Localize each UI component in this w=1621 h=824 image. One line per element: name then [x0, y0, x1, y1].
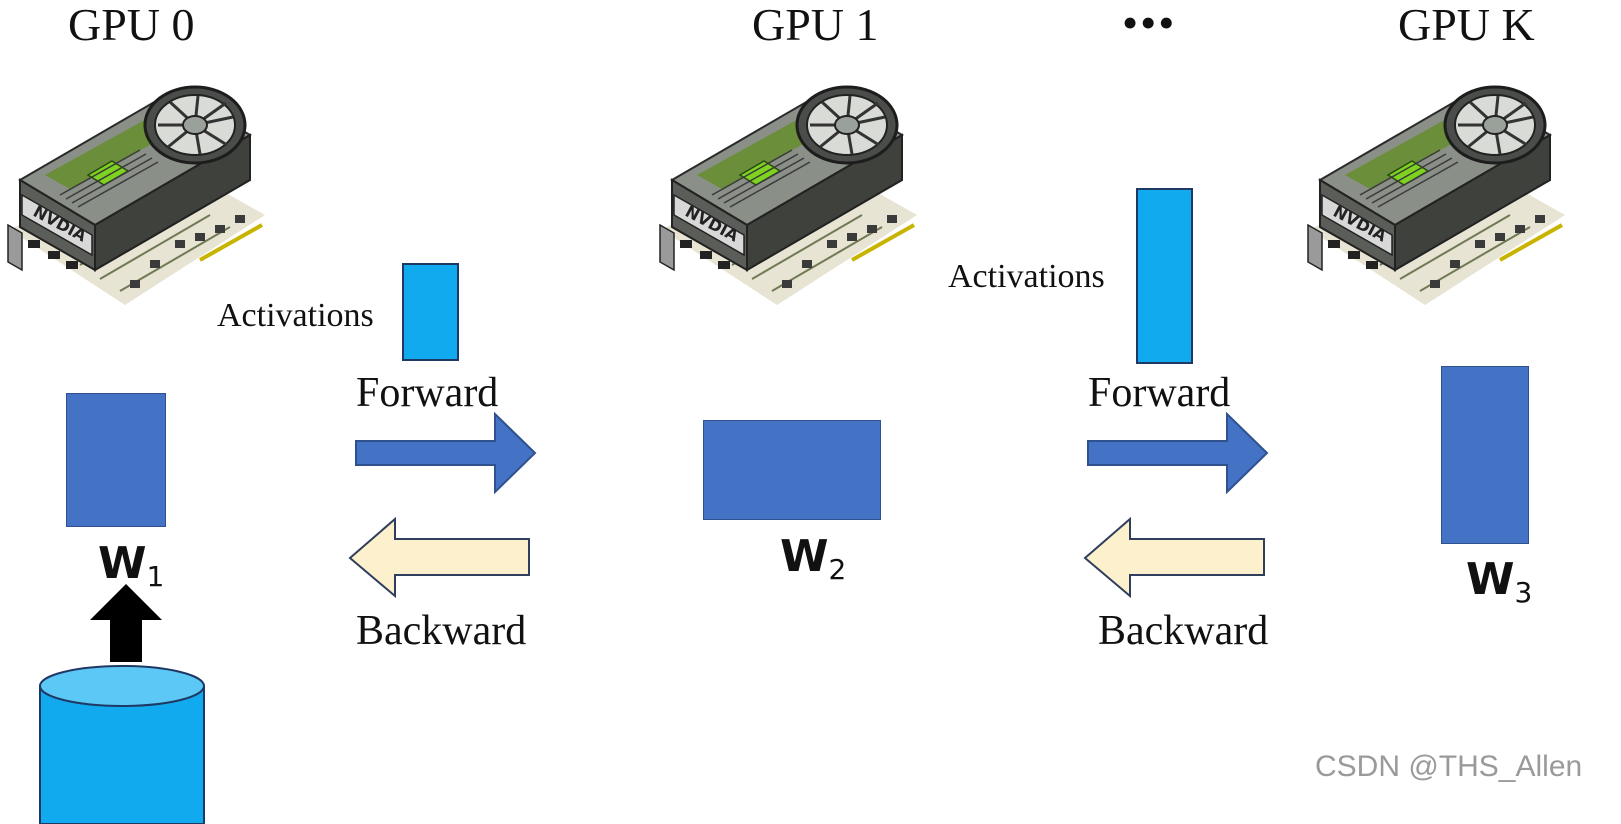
gpu-1-title: GPU 1: [752, 0, 879, 50]
forward-label-2: Forward: [1088, 370, 1231, 416]
watermark: CSDN @THS_Allen: [1315, 750, 1583, 783]
backward-arrow-1: [348, 517, 530, 599]
backward-label-1: Backward: [356, 608, 527, 654]
forward-arrow-1: [355, 412, 537, 494]
gpu-k-card-image: [1306, 85, 1567, 307]
activations-label-2: Activations: [948, 258, 1105, 295]
weight-block-w3: [1441, 366, 1529, 544]
weight-block-w1: [66, 393, 166, 527]
ellipsis: •••: [1122, 0, 1177, 48]
forward-label-1: Forward: [356, 370, 499, 416]
activations-label-1: Activations: [217, 297, 374, 334]
weight-label-w2: W2: [780, 531, 847, 586]
gpu-1-card-image: [658, 85, 919, 307]
backward-label-2: Backward: [1098, 608, 1269, 654]
activation-block-2: [1136, 188, 1193, 364]
gpu-0-card-image: [6, 85, 267, 307]
forward-arrow-2: [1087, 412, 1269, 494]
weight-label-w1: W1: [98, 538, 165, 593]
input-up-arrow-icon: [90, 584, 162, 662]
activation-block-1: [402, 263, 459, 361]
weight-block-w2: [703, 420, 881, 520]
gpu-k-title: GPU K: [1398, 0, 1535, 50]
gpu-0-title: GPU 0: [68, 0, 195, 50]
weight-label-w3: W3: [1466, 554, 1533, 609]
backward-arrow-2: [1083, 517, 1265, 599]
data-cylinder-icon: [39, 665, 205, 824]
